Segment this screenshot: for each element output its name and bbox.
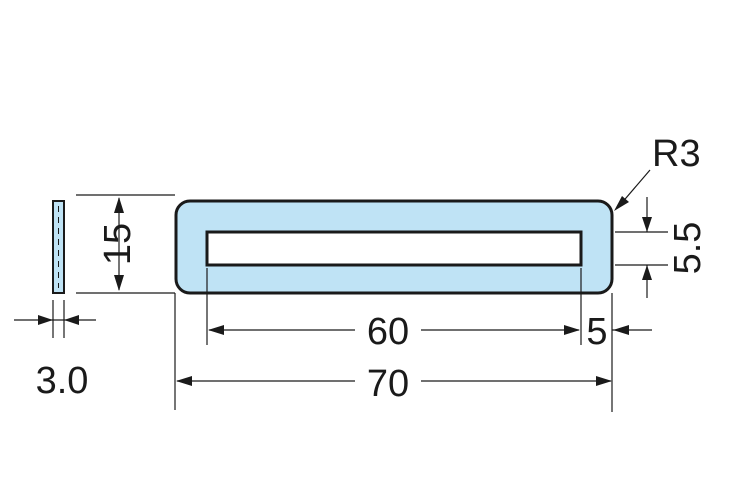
radius-callout: R3 [614,133,701,211]
dimension-height: 15 [76,194,176,410]
height-label: 15 [97,223,139,265]
dimension-thickness: 3.0 [14,300,96,402]
dimension-slot-length: 60 [206,268,582,353]
radius-label: R3 [652,133,701,175]
slot-height-label: 5.5 [667,222,709,275]
slot-length-label: 60 [367,311,409,353]
end-margin-label: 5 [586,311,607,353]
total-length-label: 70 [367,363,409,405]
slot-cutout [205,230,583,267]
side-view-profile [52,200,65,294]
dimension-end-margin: 5 [586,293,652,412]
dimension-total-length: 70 [176,362,612,405]
thickness-label: 3.0 [36,360,89,402]
dimension-slot-height: 5.5 [615,197,709,298]
